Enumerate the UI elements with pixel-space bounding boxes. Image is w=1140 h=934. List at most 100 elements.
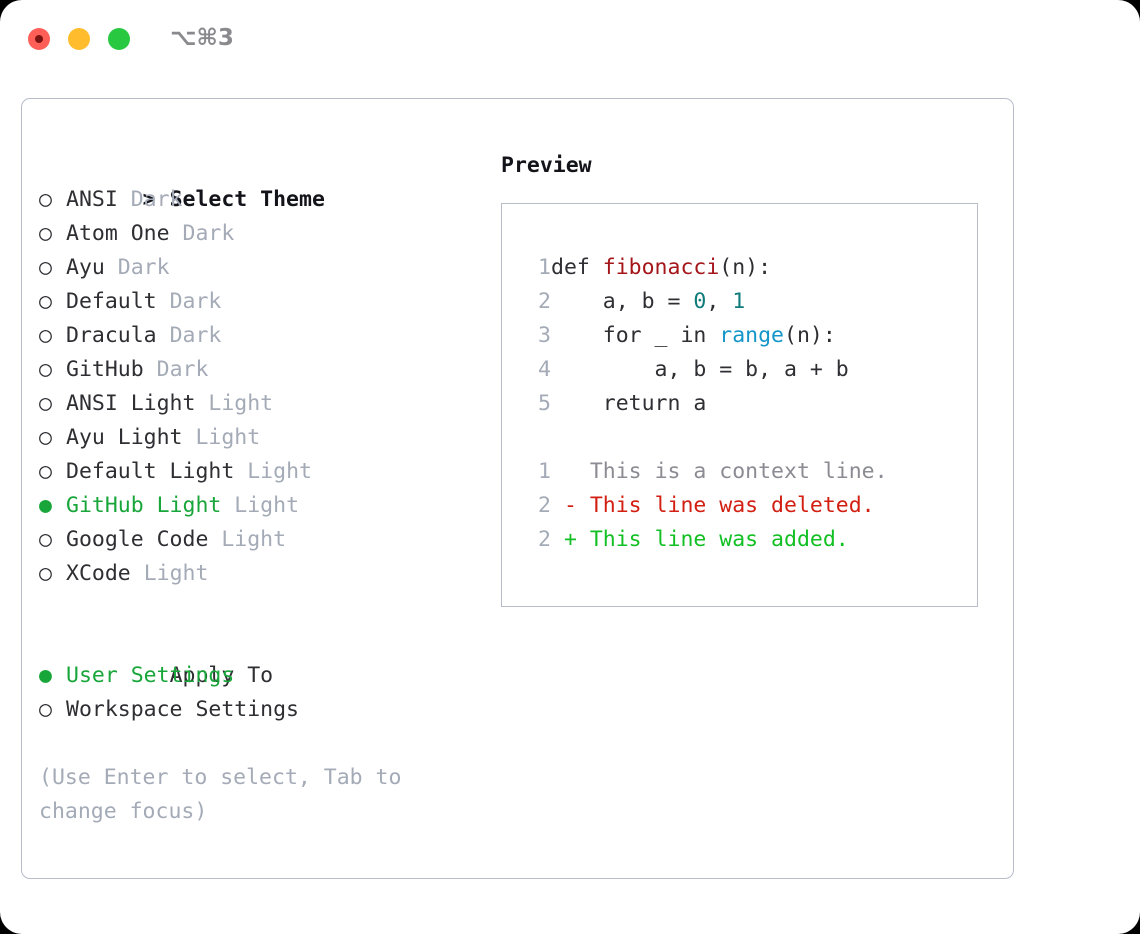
code-token: 0 — [693, 289, 707, 314]
code-token: (n): — [784, 323, 836, 348]
theme-selection-column: >Select Theme ○ANSI Dark○Atom One Dark○A… — [39, 149, 479, 829]
label-gap — [208, 527, 221, 552]
code-token: fibonacci — [602, 255, 720, 280]
radio-unselected-icon: ○ — [39, 425, 52, 450]
select-theme-header-label: Select Theme — [169, 187, 325, 212]
code-token: def — [551, 255, 603, 280]
theme-name-label: Atom One — [66, 221, 170, 246]
theme-name-label: Ayu — [66, 255, 105, 280]
label-gap — [131, 561, 144, 586]
theme-list-item[interactable]: ○ Ayu Light Light — [39, 421, 479, 455]
theme-list-item[interactable]: ○ Default Light Light — [39, 455, 479, 489]
code-token: range — [719, 323, 785, 348]
diff-text: This line was deleted. — [589, 493, 875, 518]
theme-name-label: GitHub Light — [66, 493, 222, 518]
radio-unselected-icon: ○ — [39, 323, 52, 348]
label-gap — [157, 323, 170, 348]
code-line: 3 for _ in range(n): — [521, 319, 971, 353]
radio-unselected-icon: ○ — [39, 697, 52, 722]
radio-unselected-icon: ○ — [39, 289, 52, 314]
theme-category-badge: Light — [143, 561, 209, 586]
label-gap — [157, 289, 170, 314]
diff-marker — [551, 459, 590, 484]
preview-heading: Preview — [501, 153, 592, 178]
theme-category-badge: Light — [195, 425, 261, 450]
theme-category-badge: Light — [208, 391, 274, 416]
theme-list-item[interactable]: ○ Google Code Light — [39, 523, 479, 557]
radio-unselected-icon: ○ — [39, 187, 52, 212]
theme-name-label: GitHub — [66, 357, 144, 382]
radio-unselected-icon: ○ — [39, 561, 52, 586]
theme-list-item[interactable]: ○Atom One Dark — [39, 217, 479, 251]
line-number: 1 — [538, 255, 551, 280]
diff-text: This line was added. — [589, 527, 849, 552]
theme-name-label: Google Code — [66, 527, 209, 552]
theme-list-item[interactable]: ○ GitHub Dark — [39, 353, 479, 387]
minimize-window-button[interactable] — [68, 28, 90, 50]
radio-selected-icon: ● — [39, 663, 52, 688]
code-line: 5 return a — [521, 387, 971, 421]
label-gap — [195, 391, 208, 416]
code-token: 1 — [732, 289, 746, 314]
theme-list-item[interactable]: ○Dracula Dark — [39, 319, 479, 353]
diff-line: 2 - This line was deleted. — [521, 489, 971, 523]
prompt-caret-icon: > — [142, 187, 156, 212]
code-diff-separator — [521, 421, 971, 455]
theme-name-label: Default Light — [66, 459, 235, 484]
apply-to-item-label: User Settings — [66, 663, 235, 688]
apply-to-list: ● User Settings ○ Workspace Settings — [39, 659, 479, 727]
apply-to-item[interactable]: ● User Settings — [39, 659, 479, 693]
theme-list-item[interactable]: ○ XCode Light — [39, 557, 479, 591]
diff-line: 2 + This line was added. — [521, 523, 971, 557]
list-spacer — [39, 591, 479, 625]
code-line: 1def fibonacci(n): — [521, 251, 971, 285]
apply-to-item-label: Workspace Settings — [66, 697, 299, 722]
radio-unselected-icon: ○ — [39, 357, 52, 382]
diff-marker: - — [551, 493, 590, 518]
code-token: return a — [551, 391, 707, 416]
label-gap — [170, 221, 183, 246]
line-number: 1 — [538, 459, 551, 484]
theme-category-badge: Dark — [117, 255, 170, 280]
label-gap — [118, 187, 131, 212]
apply-to-item[interactable]: ○ Workspace Settings — [39, 693, 479, 727]
apply-to-heading: Apply To — [39, 625, 479, 688]
diff-line: 1 This is a context line. — [521, 455, 971, 489]
theme-list: ○ANSI Dark○Atom One Dark○Ayu Dark○Defaul… — [39, 183, 479, 591]
diff-text: This is a context line. — [589, 459, 888, 484]
close-window-button[interactable] — [28, 28, 50, 50]
close-icon — [35, 35, 43, 43]
keyboard-hint-text: (Use Enter to select, Tab to change focu… — [39, 765, 415, 824]
line-number: 2 — [538, 289, 551, 314]
radio-unselected-icon: ○ — [39, 391, 52, 416]
radio-unselected-icon: ○ — [39, 221, 52, 246]
label-gap — [234, 459, 247, 484]
radio-unselected-icon: ○ — [39, 255, 52, 280]
theme-category-badge: Dark — [130, 187, 183, 212]
theme-list-item[interactable]: ○ANSI Light Light — [39, 387, 479, 421]
select-theme-header: > Select Theme — [39, 149, 479, 212]
theme-category-badge: Light — [247, 459, 312, 484]
radio-selected-icon: ● — [39, 493, 52, 518]
keyboard-shortcut-label: ⌥⌘3 — [170, 25, 234, 51]
apply-to-heading-label: Apply To — [169, 663, 274, 688]
theme-category-badge: Light — [221, 527, 287, 552]
code-token: a, b = b, a + b — [551, 357, 849, 382]
theme-category-badge: Dark — [156, 357, 209, 382]
code-line: 2 a, b = 0, 1 — [521, 285, 971, 319]
theme-list-item[interactable]: ○ Ayu Dark — [39, 251, 479, 285]
radio-unselected-icon: ○ — [39, 459, 52, 484]
theme-list-item[interactable]: ●GitHub Light Light — [39, 489, 479, 523]
theme-name-label: XCode — [66, 561, 131, 586]
theme-list-item[interactable]: ○Default Dark — [39, 285, 479, 319]
code-token: a, b = — [551, 289, 694, 314]
theme-list-item[interactable]: ○ANSI Dark — [39, 183, 479, 217]
code-token: for _ in — [551, 323, 720, 348]
maximize-window-button[interactable] — [108, 28, 130, 50]
radio-unselected-icon: ○ — [39, 527, 52, 552]
theme-name-label: Ayu Light — [66, 425, 183, 450]
